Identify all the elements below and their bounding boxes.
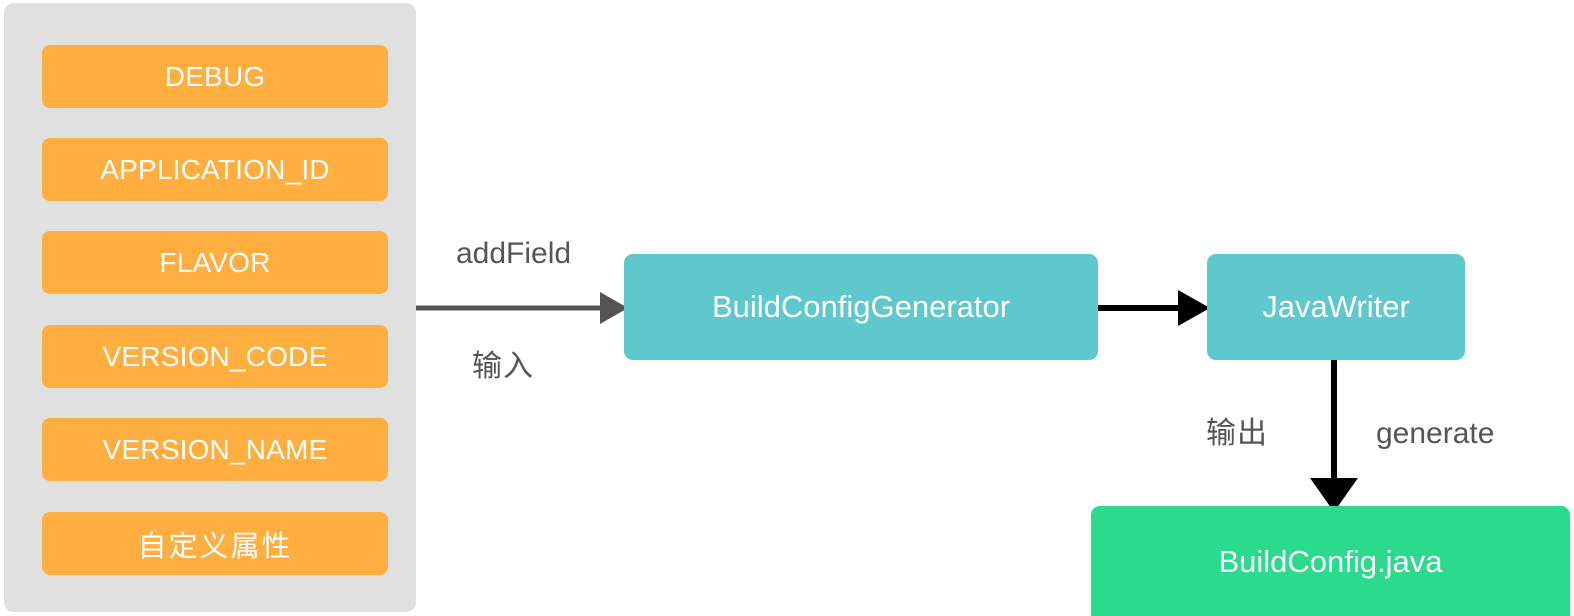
field-chip-label: VERSION_CODE [102, 340, 328, 372]
node-buildconfig-java-file[interactable]: BuildConfig.java [1091, 506, 1570, 616]
field-chip-label: DEBUG [164, 60, 266, 92]
node-javawriter[interactable]: JavaWriter [1207, 254, 1465, 360]
node-label: BuildConfigGenerator [711, 289, 1011, 324]
field-chip-flavor[interactable]: FLAVOR [42, 231, 388, 294]
node-label: BuildConfig.java [1218, 544, 1443, 579]
arrow-generator-to-writer [1098, 290, 1210, 326]
node-label: JavaWriter [1262, 289, 1410, 324]
arrow-writer-to-output-file [1310, 360, 1358, 512]
field-chip-label: 自定义属性 [137, 530, 293, 563]
field-chip-label: VERSION_NAME [102, 433, 328, 465]
arrow-fields-to-generator [416, 292, 628, 324]
edge-label-addfield: addField [456, 237, 572, 270]
field-chip-version-code[interactable]: VERSION_CODE [42, 325, 388, 388]
node-buildconfiggenerator[interactable]: BuildConfigGenerator [624, 254, 1098, 360]
field-chip-label: APPLICATION_ID [100, 153, 330, 185]
edge-label-input: 输入 [472, 350, 534, 383]
field-chip-label: FLAVOR [159, 246, 271, 278]
edge-label-generate: generate [1376, 417, 1495, 450]
field-chip-version-name[interactable]: VERSION_NAME [42, 418, 388, 481]
field-chip-custom-property[interactable]: 自定义属性 [42, 512, 388, 575]
edge-label-output: 输出 [1206, 417, 1268, 450]
field-chip-debug[interactable]: DEBUG [42, 45, 388, 108]
field-chip-application-id[interactable]: APPLICATION_ID [42, 138, 388, 201]
